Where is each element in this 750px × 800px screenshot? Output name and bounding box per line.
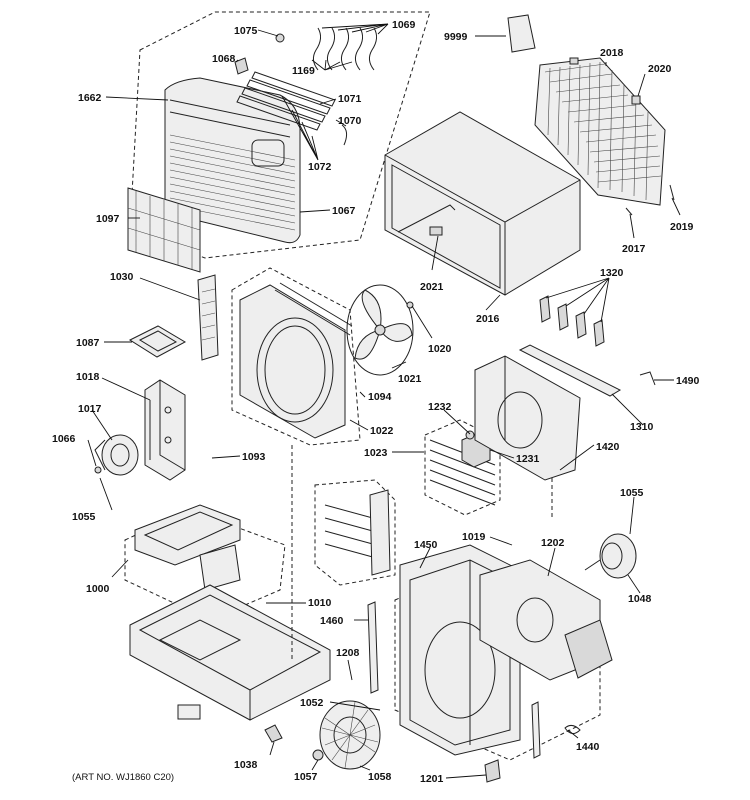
part-1038 [264,724,283,743]
part-labels: 1075 1069 9999 2018 1068 1169 2020 1662 … [52,19,700,785]
part-1087 [128,325,187,358]
label-1055-right: 1055 [620,487,644,499]
louver-blades [236,71,336,131]
label-1420: 1420 [596,441,620,453]
label-1048: 1048 [628,593,652,605]
art-number-caption: (ART NO. WJ1860 C20) [72,772,174,783]
label-1071: 1071 [338,93,362,105]
label-1201: 1201 [420,773,444,785]
label-1069: 1069 [392,19,416,31]
base-pan-1010 [129,584,331,721]
label-1055-left: 1055 [72,511,96,523]
label-1662: 1662 [78,92,102,104]
grille-louvers [169,134,296,231]
label-1058: 1058 [368,771,392,783]
part-1201 [484,759,501,783]
strip-1440b [531,701,541,759]
heater-assembly [314,479,396,586]
label-1202: 1202 [541,537,565,549]
label-1066: 1066 [52,433,76,445]
gasket-panel [564,619,613,679]
label-1019: 1019 [462,531,486,543]
blower-wheel-1058 [319,700,381,770]
label-1231: 1231 [516,453,540,465]
drain-pan-1000 [124,504,286,621]
label-1320: 1320 [600,267,624,279]
label-1093: 1093 [242,451,266,463]
label-1021: 1021 [398,373,422,385]
clamp-1057 [312,749,324,761]
label-2016: 2016 [476,313,500,325]
label-1097: 1097 [96,213,120,225]
label-9999: 9999 [444,31,468,43]
label-1052: 1052 [300,697,324,709]
bracket-1030 [197,274,219,361]
label-1038: 1038 [234,759,258,771]
rear-grille-2018 [534,57,666,206]
part-1440 [564,724,581,734]
knob-1068 [234,57,249,75]
bar-1310 [518,344,622,397]
motor-1048 [584,533,637,579]
motor-1017 [94,434,139,476]
condenser-fan-1021 [346,284,414,376]
part-1232 [465,430,475,440]
label-1068: 1068 [212,53,236,65]
label-2021 [429,226,443,236]
label-2018: 2018 [600,47,624,59]
envelope-9999 [507,14,536,53]
clip-1490 [639,371,656,386]
clip-2018 [569,57,579,65]
label-1010: 1010 [308,597,332,609]
label-1018: 1018 [76,371,100,383]
part-1038a [177,704,201,720]
label-2019: 2019 [670,221,694,233]
fan-shroud-1022 [231,267,361,446]
clip-2020 [631,95,641,105]
air-filter-1097 [127,187,201,273]
label-1310: 1310 [630,421,654,433]
screw-1075 [275,33,285,43]
screw-2017 [625,207,633,216]
label-2020: 2020 [648,63,672,75]
front-grille-group [129,11,431,259]
label-1023: 1023 [364,447,388,459]
label-1087: 1087 [76,337,100,349]
label-1450: 1450 [414,539,438,551]
bracket-1018 [144,379,186,481]
label-1208: 1208 [336,647,360,659]
label-1232: 1232 [428,401,452,413]
label-1017: 1017 [78,403,102,415]
leader-lines [87,23,681,779]
cabinet-2016 [384,111,581,296]
control-panel-window [251,139,285,167]
label-1030: 1030 [110,271,134,283]
partition-1420 [474,355,581,481]
label-1460: 1460 [320,615,344,627]
label-2021: 2021 [420,281,444,293]
label-1020: 1020 [428,343,452,355]
label-1440: 1440 [576,741,600,753]
label-2017: 2017 [622,243,646,255]
strip-1460 [367,601,379,694]
label-1067: 1067 [332,205,356,217]
label-1070: 1070 [338,115,362,127]
label-1057: 1057 [294,771,318,783]
label-1000: 1000 [86,583,110,595]
clip-1020 [406,301,414,309]
label-1490: 1490 [676,375,700,387]
label-1072: 1072 [308,161,332,173]
louver-clips [312,27,378,71]
label-1075: 1075 [234,25,258,37]
clips-1320 [539,295,605,347]
screw-2019 [669,184,675,201]
label-1094: 1094 [368,391,392,403]
part-1070 [341,124,348,146]
label-1022: 1022 [370,425,394,437]
label-1169: 1169 [292,65,315,77]
screw-1066 [94,466,102,474]
